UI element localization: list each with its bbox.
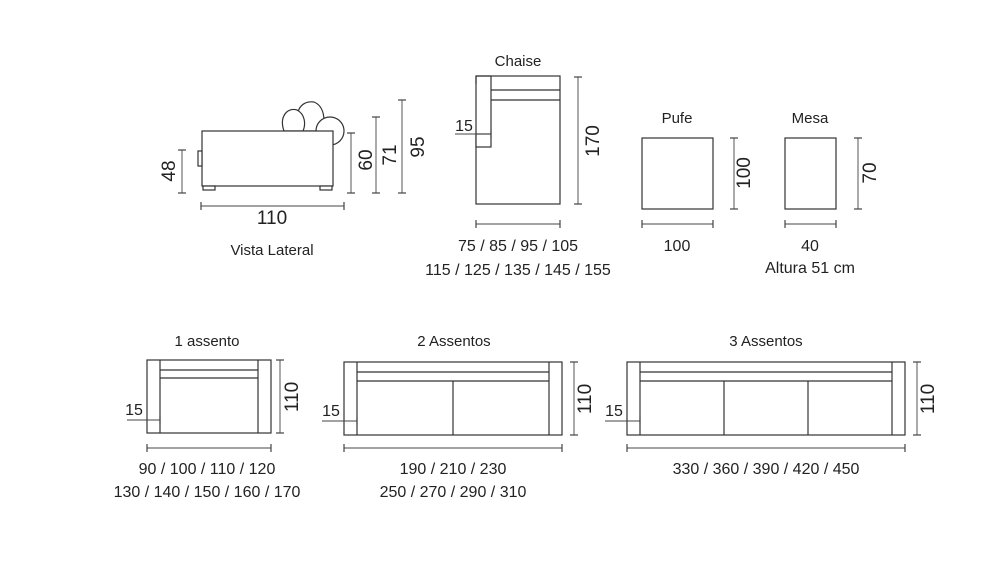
mesa-title: Mesa [792, 110, 829, 127]
mesa-width-label: 40 [801, 238, 819, 255]
two-seat-title: 2 Assentos [417, 333, 490, 350]
three-seat-title: 3 Assentos [729, 333, 802, 350]
three-seat-depth-label: 110 [918, 384, 939, 414]
pufe-width-label: 100 [664, 238, 691, 255]
pufe: Pufe 100 100 [641, 110, 755, 255]
two-seat-widths-line2: 250 / 270 / 290 / 310 [380, 484, 527, 501]
pufe-outline [641, 137, 714, 210]
one-seat-arm-label: 15 [125, 402, 143, 419]
side-view: 110 Vista Lateral 48 60 71 95 [159, 99, 429, 259]
three-seat-arm-label: 15 [605, 403, 623, 420]
chaise-widths-line1: 75 / 85 / 95 / 105 [458, 238, 578, 255]
pufe-height-label: 100 [734, 157, 755, 189]
mesa: Mesa 70 40 Altura 51 cm [765, 110, 881, 277]
side-total-height-label: 95 [408, 136, 429, 157]
back-cushion-inner [281, 108, 306, 132]
side-seat-height-label: 48 [159, 160, 180, 181]
two-seat: 2 Assentos 15 110 190 / 210 / 230 250 / … [322, 333, 596, 501]
side-depth-label: 110 [257, 208, 287, 229]
chaise-widths-line2: 115 / 125 / 135 / 145 / 155 [425, 262, 611, 279]
chaise-arm-tab [475, 133, 492, 148]
chaise-length-label: 170 [583, 125, 604, 157]
one-seat-depth-label: 110 [282, 382, 303, 412]
mesa-note: Altura 51 cm [765, 260, 855, 277]
one-seat-widths-line2: 130 / 140 / 150 / 160 / 170 [114, 484, 301, 501]
two-seat-depth-label: 110 [575, 384, 596, 414]
one-seat-title: 1 assento [174, 333, 239, 350]
side-arm-height-label: 60 [356, 149, 377, 170]
pufe-title: Pufe [662, 110, 693, 127]
side-view-caption: Vista Lateral [230, 242, 313, 259]
chaise-title: Chaise [495, 53, 542, 70]
one-seat: 1 assento 15 110 90 / 100 / 110 / 120 13… [114, 333, 303, 501]
two-seat-arm-label: 15 [322, 403, 340, 420]
side-foot-left [202, 185, 216, 191]
side-arm-tab [197, 150, 203, 167]
side-foot-right [319, 185, 333, 191]
chaise: Chaise 15 170 75 / 85 / 95 / 105 115 / 1… [425, 53, 611, 279]
three-seat: 3 Assentos 15 110 330 / 360 / 390 / 420 … [605, 333, 939, 478]
mesa-outline [784, 137, 837, 210]
two-seat-widths-line1: 190 / 210 / 230 [400, 461, 507, 478]
mesa-height-label: 70 [860, 162, 881, 183]
side-body [201, 130, 334, 187]
side-back-height-label: 71 [380, 144, 401, 165]
chaise-arm-label: 15 [455, 118, 473, 135]
one-seat-widths-line1: 90 / 100 / 110 / 120 [139, 461, 276, 478]
three-seat-widths-line1: 330 / 360 / 390 / 420 / 450 [673, 461, 860, 478]
